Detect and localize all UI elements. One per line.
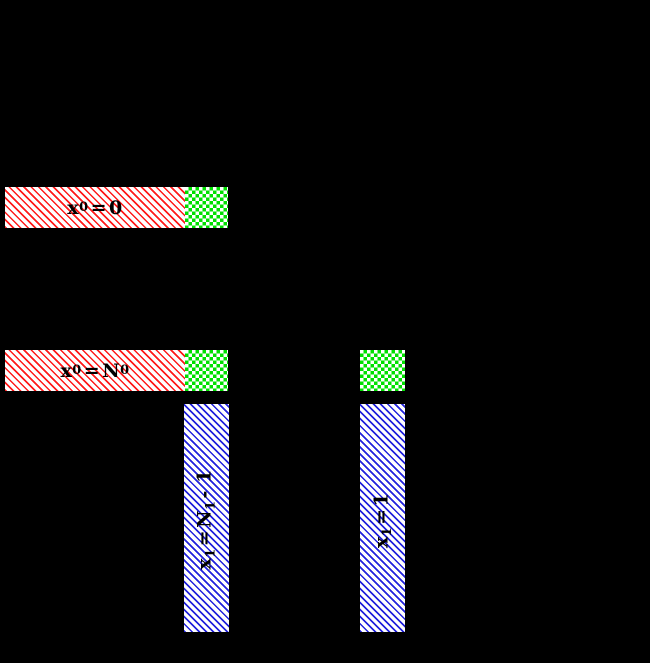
- col-1-label-eq: =: [370, 508, 393, 525]
- row-1-label-var-sub: 0: [72, 363, 82, 378]
- col-0-label-var-sub: 1: [203, 547, 219, 558]
- col-0-label-val: N: [194, 509, 217, 528]
- row-1-label-val: N: [102, 359, 121, 382]
- row-1-label-val-sub: 0: [120, 363, 130, 378]
- col-0-label-suffix: - 1: [194, 468, 217, 499]
- col-1-label-var: x: [370, 535, 393, 548]
- row-1-label-var: x: [60, 359, 73, 382]
- col-1-label-var-sub: 1: [379, 526, 395, 536]
- row-1-label-eq: =: [83, 359, 101, 382]
- col-1-label: x1=1: [360, 404, 405, 632]
- blue-hatched-bar-col-0: x1=N1- 1: [184, 404, 229, 632]
- col-0-label-eq: =: [194, 529, 217, 546]
- row-0-label-eq: =: [90, 196, 107, 219]
- col-1-label-suffix: [370, 488, 392, 492]
- green-checker-square-row-1: [185, 350, 228, 391]
- col-0-label-var: x: [194, 557, 217, 570]
- blue-hatched-bar-col-1: x1=1: [360, 404, 405, 632]
- green-checker-square-corner: [360, 350, 405, 391]
- row-0-label-var-sub: 0: [79, 200, 89, 215]
- green-checker-square-row-0: [185, 187, 228, 228]
- col-0-label: x1=N1- 1: [184, 404, 229, 632]
- row-0-label-val: 0: [109, 196, 123, 219]
- col-0-label-val-sub: 1: [203, 500, 219, 510]
- col-1-label-val: 1: [370, 492, 393, 506]
- row-0-label-var: x: [67, 196, 80, 219]
